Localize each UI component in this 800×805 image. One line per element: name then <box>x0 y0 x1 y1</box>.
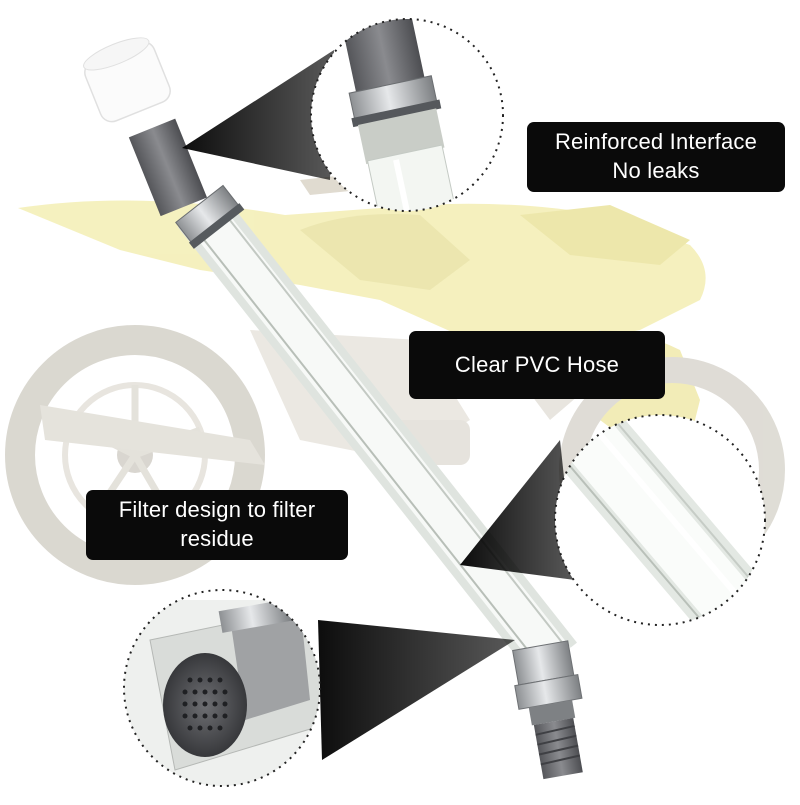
callout-filter-line1: Filter design to filter <box>118 497 316 523</box>
detail-circle-filter <box>123 589 321 787</box>
hose-product <box>83 37 583 780</box>
callout-reinforced-line2: No leaks <box>612 158 700 183</box>
callout-reinforced-line1: Reinforced Interface <box>554 129 758 155</box>
detail-circle-interface <box>310 18 504 212</box>
callout-filter-design: Filter design to filter residue <box>86 490 348 560</box>
callout-filter-line2: residue <box>180 526 254 551</box>
detail-wedges <box>182 50 575 760</box>
callout-reinforced-interface: Reinforced Interface No leaks <box>527 122 785 192</box>
callout-hose-line1: Clear PVC Hose <box>454 351 620 377</box>
callout-clear-pvc-hose: Clear PVC Hose <box>409 331 665 399</box>
